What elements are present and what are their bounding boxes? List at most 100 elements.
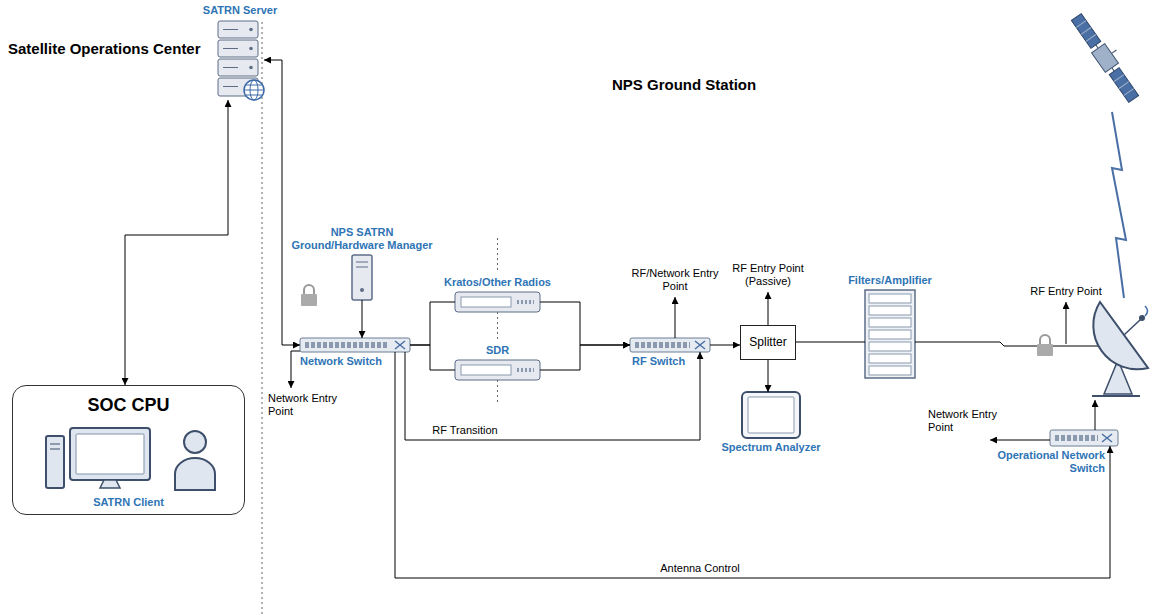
radio-rack-icon <box>455 360 540 380</box>
caption-wrap: NPS SATRN Ground/Hardware Manager <box>284 226 440 252</box>
section-heading: NPS Ground Station <box>612 76 832 94</box>
connector <box>540 302 630 345</box>
node-label: SATRN Server <box>180 4 300 17</box>
node-label: Kratos/Other Radios <box>435 276 560 289</box>
connector <box>540 345 630 370</box>
entry-point-note: RF/Network Entry Point <box>630 267 720 293</box>
leader-line <box>1066 302 1067 344</box>
node-label: Network Switch <box>300 355 400 368</box>
equipment-rack-icon <box>865 290 915 378</box>
person-icon <box>175 458 215 490</box>
computer-tower-icon <box>356 262 368 263</box>
connector-group <box>125 60 1110 578</box>
lock-icon <box>301 294 317 306</box>
caption-wrap: Filters/Amplifier <box>830 274 950 287</box>
computer-tower-icon <box>352 255 372 300</box>
entry-point-note: Network Entry Point <box>928 408 1014 434</box>
server-icon <box>223 48 238 49</box>
computer-tower-icon <box>356 267 368 268</box>
server-node: SATRN Server <box>216 20 264 100</box>
sdr-unit: SDR <box>455 360 540 380</box>
connector <box>405 352 700 440</box>
switch-icon <box>630 338 710 352</box>
rf-wire <box>915 342 1100 346</box>
connector <box>395 352 1110 578</box>
switch-icon <box>1050 430 1118 446</box>
leader-line <box>1095 400 1096 430</box>
connector <box>410 345 455 370</box>
rf-switch: RF Switch <box>630 338 710 352</box>
equipment-rack-icon <box>869 306 911 315</box>
person-icon <box>175 431 215 490</box>
lock-icon <box>301 285 317 306</box>
leader-line <box>291 351 300 388</box>
node-label: NPS SATRN Ground/Hardware Manager <box>284 226 440 252</box>
caption-wrap: SDR <box>435 344 560 357</box>
operational-network-switch: Operational Network Switch <box>1050 430 1118 446</box>
spectrum-analyzer: Spectrum Analyzer <box>742 392 800 438</box>
satellite-icon <box>1092 44 1119 73</box>
switch-icon <box>1055 435 1098 441</box>
radio-rack-icon <box>461 365 511 375</box>
leader-line <box>990 440 1050 441</box>
antenna-dish <box>1139 315 1145 321</box>
soc-cpu-box: SOC CPUSATRN Client <box>12 385 245 515</box>
satellite-icon <box>1096 45 1098 48</box>
equipment-rack-icon <box>869 294 911 303</box>
connector <box>362 300 363 338</box>
caption-wrap: Network Switch <box>300 355 400 368</box>
server-icon <box>223 67 238 68</box>
workstation-icon <box>100 480 120 488</box>
globe-icon <box>244 90 264 91</box>
equipment-rack-icon <box>869 330 911 339</box>
node-label: SDR <box>435 344 560 357</box>
caption-wrap: SATRN Server <box>180 4 300 17</box>
radio-rack-icon <box>455 292 540 312</box>
workstation-icon <box>46 428 150 488</box>
server-icon <box>218 21 258 38</box>
workstation-icon <box>46 436 64 488</box>
workstation-icon <box>50 444 60 445</box>
workstation-icon <box>50 449 60 450</box>
caption-wrap: Kratos/Other Radios <box>435 276 560 289</box>
satellite-icon <box>1070 9 1145 104</box>
lock-icon <box>1037 335 1053 356</box>
server-icon <box>249 66 253 70</box>
server-icon <box>218 59 258 76</box>
server-icon <box>249 47 253 51</box>
connector <box>796 342 865 343</box>
connector-label: RF Transition <box>430 424 499 437</box>
caption-wrap: Spectrum Analyzer <box>711 441 831 454</box>
server-icon <box>218 40 258 57</box>
node-label: RF Switch <box>632 355 696 368</box>
divider-line <box>497 238 498 272</box>
node-label: Filters/Amplifier <box>830 274 950 287</box>
workstation-icon <box>76 434 144 474</box>
lock-icon <box>1040 335 1050 344</box>
radio-rack-icon <box>517 368 534 372</box>
globe-icon <box>244 80 264 100</box>
connector <box>264 60 300 345</box>
computer-tower-icon <box>352 255 372 300</box>
section-heading: Satellite Operations Center <box>8 40 258 58</box>
workstation-icon <box>70 428 150 480</box>
satellite-icon <box>1112 50 1117 53</box>
switch-icon <box>305 342 388 348</box>
globe-icon <box>246 85 262 95</box>
switch-icon <box>1102 434 1112 442</box>
switch-icon <box>395 341 405 349</box>
equipment-rack-icon <box>869 342 911 351</box>
caption-wrap: Operational Network Switch <box>975 449 1105 475</box>
radio-unit: Kratos/Other Radios <box>455 292 540 312</box>
lock-icon <box>1037 344 1053 356</box>
person-icon <box>184 431 206 453</box>
node-label: SOC CPU <box>87 394 169 416</box>
tablet-icon <box>742 392 800 438</box>
splitter-box: Splitter <box>740 325 796 360</box>
filters-amplifier: Filters/Amplifier <box>865 290 915 378</box>
tablet-icon <box>742 392 800 438</box>
